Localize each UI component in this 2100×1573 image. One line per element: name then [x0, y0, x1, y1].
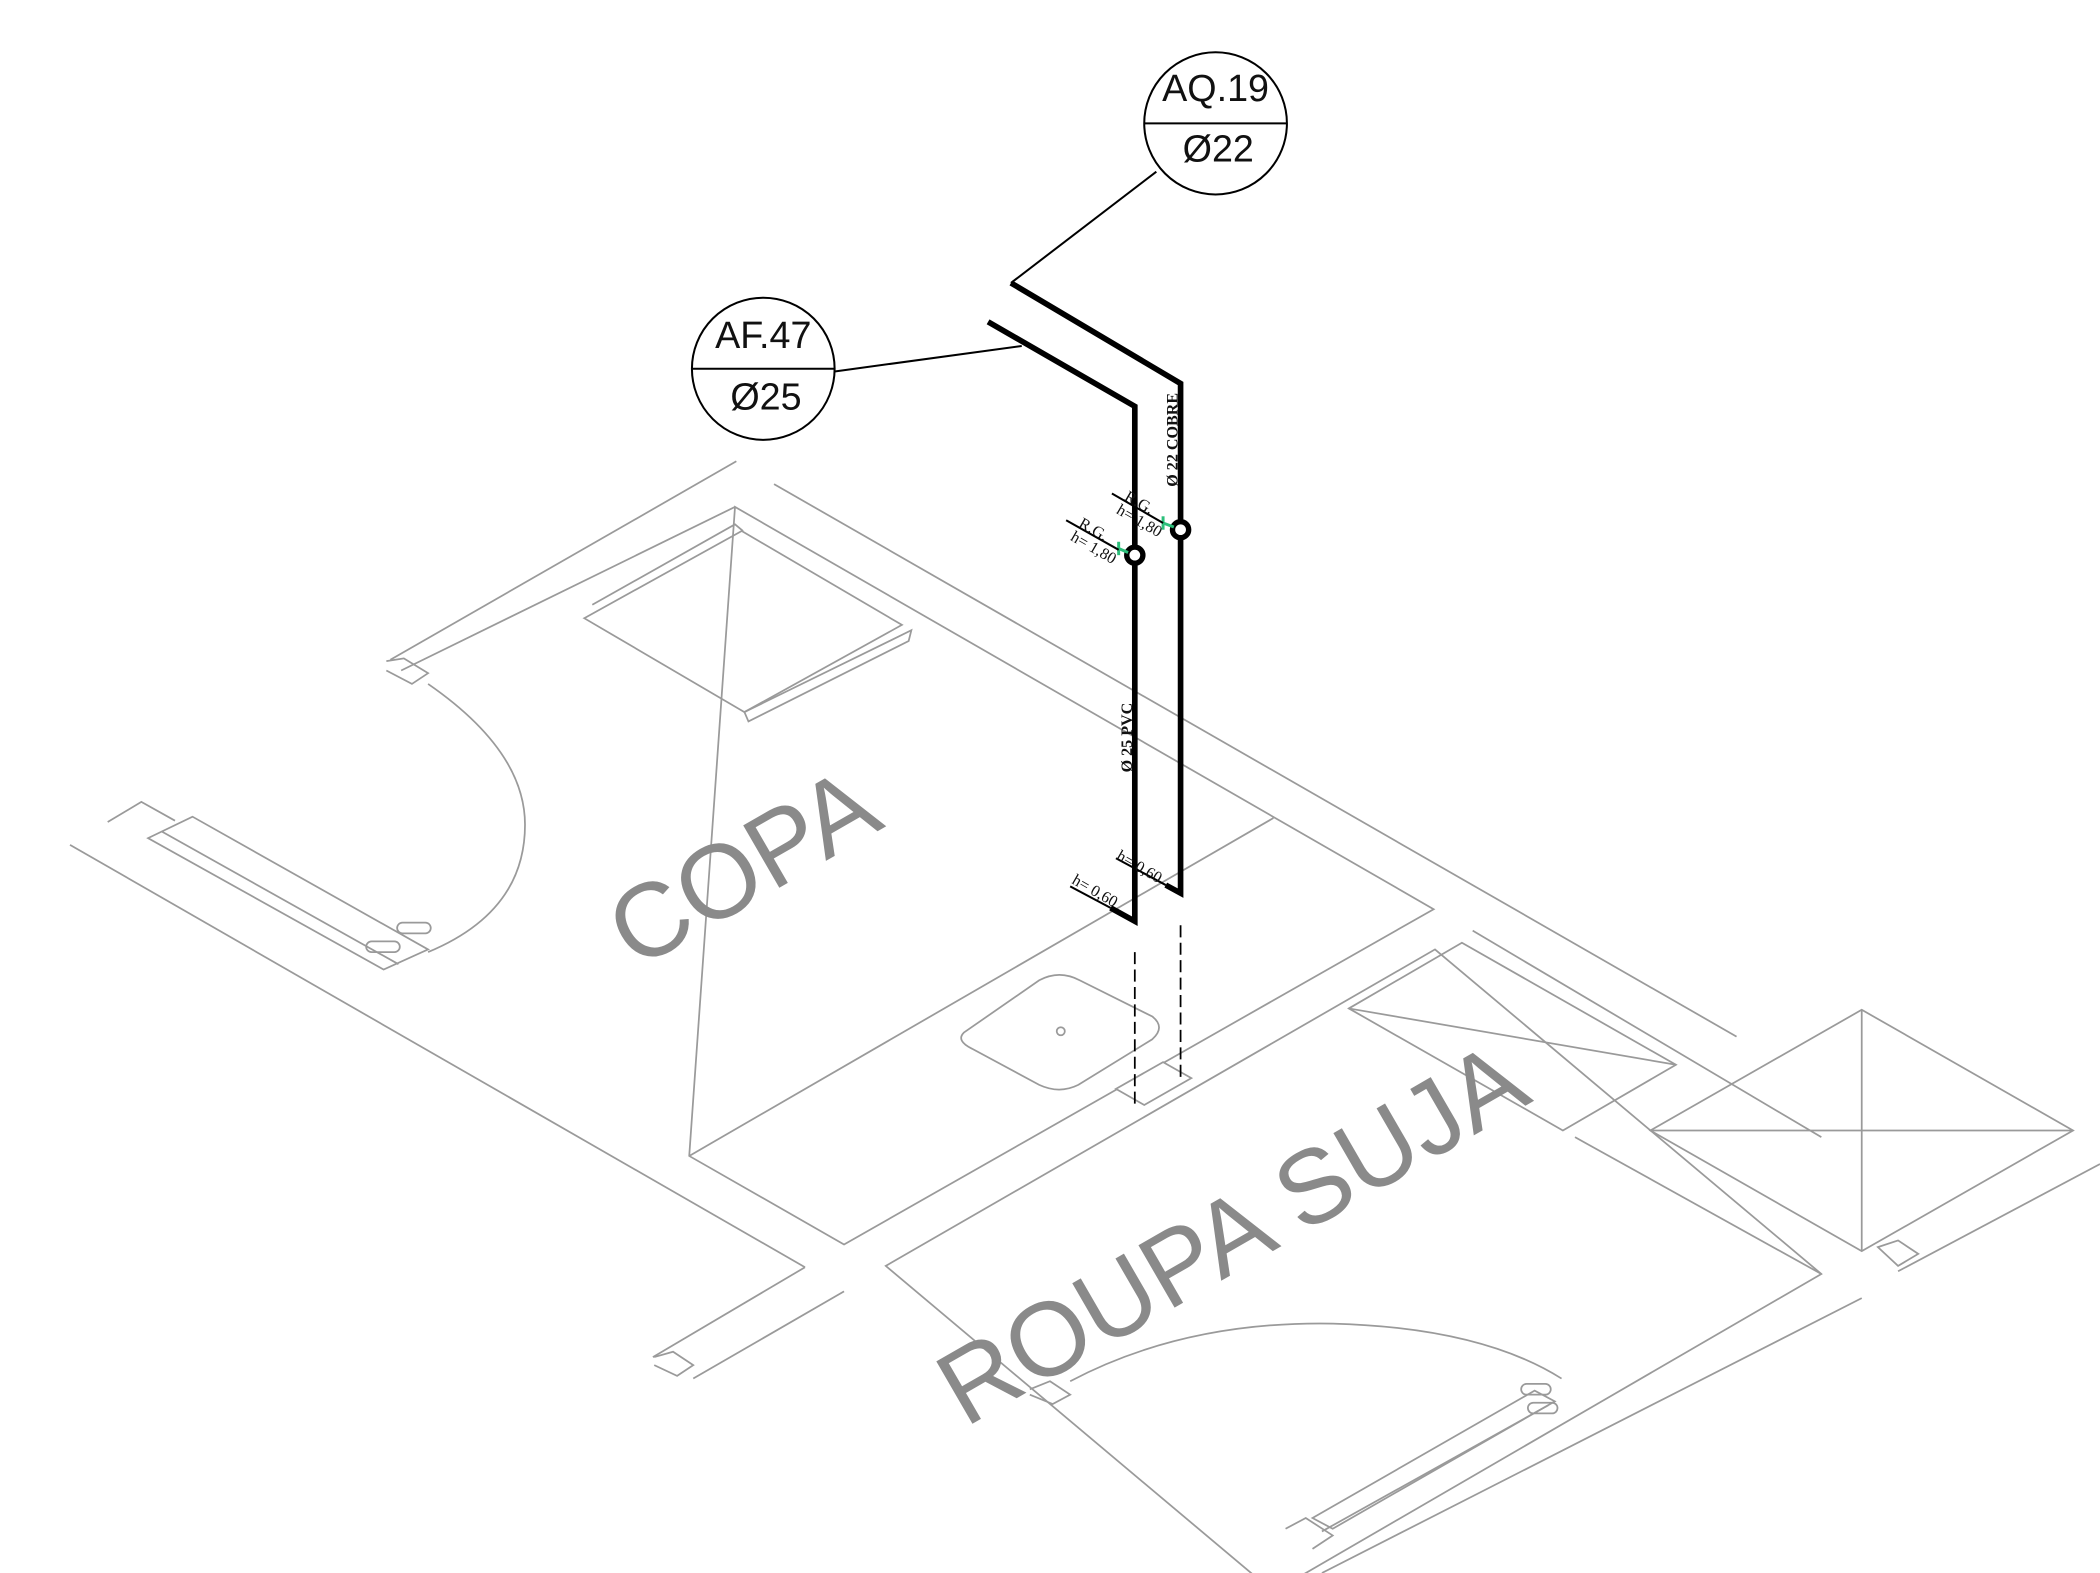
tag-aq-leader [1010, 170, 1157, 284]
wall-line [652, 1266, 806, 1358]
tag-af-leader [834, 344, 1022, 373]
cold-valve-annotation: R.G. h= 1,80 [1065, 515, 1120, 568]
sink [960, 974, 1160, 1091]
cold-registro-valve [1124, 544, 1146, 566]
cold-pipe-label: Ø 25 PVC [1119, 703, 1136, 773]
tag-aq-code: AQ.19 [1162, 67, 1269, 109]
floor-plan: COPA ROUPA SUJA [69, 460, 2100, 1573]
roupa-suja-room-outline [884, 948, 1823, 1573]
wall-line [1321, 1297, 1863, 1573]
cold-outlet-annotation: h= 0,60 [1069, 872, 1120, 911]
roupa-suja-door-jamb [1029, 1380, 1072, 1405]
tag-af: AF.47 Ø25 [690, 296, 1022, 441]
roupa-suja-door-swing [1069, 1322, 1563, 1383]
roupa-suja-sliding-door [1285, 1383, 1559, 1550]
copa-sliding-door [107, 800, 432, 971]
wall-line [69, 844, 806, 1269]
wall-line [389, 460, 737, 661]
room-label-roupa-suja: ROUPA SUJA [918, 1019, 1546, 1448]
wall-line [1897, 1163, 2100, 1273]
hot-outlet-annotation: h= 0,60 [1113, 848, 1167, 887]
hot-water-pipe [1009, 280, 1184, 898]
hot-valve-annotation: R.G. h= 1,80 [1111, 488, 1165, 541]
piping: Ø 22 COBRE Ø 25 PVC R.G. h= 1,80 R.G. h=… [986, 280, 1192, 1107]
shaft [1574, 1008, 2075, 1275]
hot-pipe-label: Ø 22 COBRE [1165, 393, 1182, 487]
copa-room-outline [688, 505, 1436, 1246]
hot-outlet-height: h= 0,60 [1113, 848, 1164, 887]
wall-line [1472, 929, 1822, 1138]
room-label-copa: COPA [588, 745, 898, 990]
tag-aq-diameter: Ø22 [1183, 128, 1254, 170]
hot-registro-valve [1169, 518, 1192, 541]
wall-line [692, 1290, 845, 1380]
door-jamb [653, 1350, 695, 1377]
tag-aq: AQ.19 Ø22 [1010, 51, 1288, 284]
wall-line [773, 483, 1737, 1038]
cold-water-pipe [986, 319, 1138, 927]
shower-box [1347, 941, 1678, 1132]
valve-marker [1117, 516, 1175, 556]
copa-counter [582, 523, 913, 723]
copa-door-jamb [385, 657, 430, 685]
room-divider [400, 506, 736, 672]
tag-af-code: AF.47 [715, 314, 811, 356]
cold-outlet-height: h= 0,60 [1069, 872, 1120, 911]
tag-af-diameter: Ø25 [730, 376, 801, 418]
copa-door-swing [427, 683, 526, 953]
counter-edge [688, 817, 1274, 1157]
